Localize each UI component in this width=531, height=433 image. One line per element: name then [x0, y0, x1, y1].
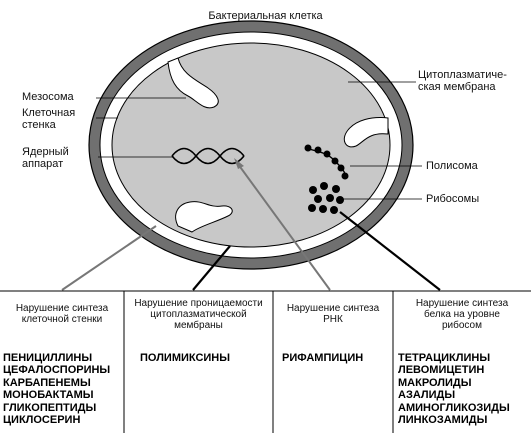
header-line: цитоплазматической — [150, 308, 247, 320]
header-line: РНК — [323, 314, 343, 325]
header-line: Нарушение синтеза — [286, 303, 380, 314]
pointer-rna — [237, 163, 331, 291]
drug-item: КАРБАПЕНЕМЫ — [3, 376, 91, 389]
mesosome-top — [167, 57, 219, 109]
label-nuclear-line2: аппарат — [22, 158, 64, 170]
mesosome-bottom — [175, 201, 233, 233]
label-membrane-line2: ская мембрана — [418, 81, 496, 93]
header-protein-synthesis: Нарушение синтеза белка на уровне рибосо… — [393, 296, 531, 332]
drug-item: ГЛИКОПЕПТИДЫ — [3, 401, 97, 414]
header-line: Нарушение проницаемости — [134, 297, 263, 309]
pointer-membrane — [192, 245, 231, 291]
label-cytoplasmic-membrane: Цитоплазматиче- ская мембрана — [418, 69, 507, 93]
header-line: Нарушение синтеза — [415, 297, 509, 309]
drug-item: ЦЕФАЛОСПОРИНЫ — [3, 364, 111, 377]
drug-item: ЦИКЛОСЕРИН — [3, 414, 81, 427]
label-ribosomes: Рибосомы — [426, 193, 480, 205]
drug-item: МОНОБАКТАМЫ — [3, 389, 94, 402]
pointer-rna-arrowhead — [234, 158, 244, 169]
drug-item: ПОЛИМИКСИНЫ — [140, 352, 231, 364]
drug-item: ПЕНИЦИЛЛИНЫ — [3, 352, 93, 364]
label-polysome: Полисома — [426, 160, 478, 172]
label-cell-wall-line1: Клеточная — [22, 107, 76, 119]
header-line: Нарушение синтеза — [15, 303, 109, 314]
dna-helix — [171, 147, 245, 165]
mesosome-right — [343, 117, 389, 148]
header-membrane-permeability: Нарушение проницаемости цитоплазматическ… — [124, 296, 273, 332]
drug-item: АЗАЛИДЫ — [398, 389, 456, 402]
pointer-cell-wall — [61, 225, 157, 291]
polysome — [304, 144, 349, 180]
drug-list-rna: РИФАМПИЦИН — [282, 352, 363, 364]
pointer-ribosomes — [339, 211, 441, 291]
ribosomes — [308, 182, 344, 214]
label-nuclear-apparatus: Ядерный аппарат — [22, 146, 69, 170]
drug-item: ТЕТРАЦИКЛИНЫ — [398, 352, 491, 364]
drug-item: МАКРОЛИДЫ — [398, 376, 472, 389]
header-cell-wall-synthesis: Нарушение синтеза клеточной стенки — [0, 296, 124, 332]
drug-item: АМИНОГЛИКОЗИДЫ — [398, 401, 510, 414]
header-rna-synthesis: Нарушение синтеза РНК — [273, 296, 393, 332]
header-line: клеточной стенки — [21, 314, 103, 325]
header-line: белка на уровне — [424, 308, 500, 320]
label-cell-wall: Клеточная стенка — [22, 107, 75, 131]
drug-list-cell-wall: ПЕНИЦИЛЛИНЫ ЦЕФАЛОСПОРИНЫ КАРБАПЕНЕМЫ МО… — [3, 352, 110, 426]
drug-list-membrane: ПОЛИМИКСИНЫ — [140, 352, 230, 364]
drug-item: ЛИНКОЗАМИДЫ — [398, 414, 488, 427]
label-mesosome: Мезосома — [22, 91, 74, 103]
label-membrane-line1: Цитоплазматиче- — [418, 69, 507, 81]
drug-item: РИФАМПИЦИН — [282, 352, 364, 364]
label-leader-lines — [96, 81, 422, 200]
header-line: рибосом — [442, 319, 482, 331]
label-nuclear-line1: Ядерный — [22, 146, 69, 158]
drug-item: ЛЕВОМИЦЕТИН — [398, 364, 485, 377]
label-cell-wall-line2: стенка — [22, 119, 56, 131]
diagram-title: Бактериальная клетка — [208, 10, 323, 22]
drug-list-protein: ТЕТРАЦИКЛИНЫ ЛЕВОМИЦЕТИН МАКРОЛИДЫ АЗАЛИ… — [398, 352, 510, 426]
header-line: мембраны — [174, 319, 223, 331]
